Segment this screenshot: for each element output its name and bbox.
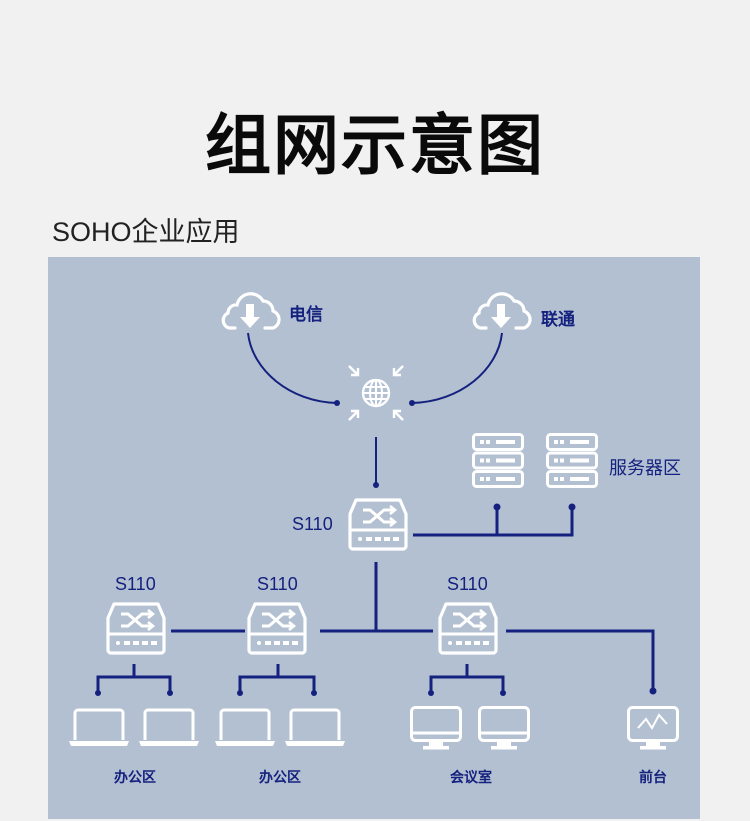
isp-label-unicom: 联通 xyxy=(541,310,575,329)
globe-icon xyxy=(348,365,404,421)
cloud-download-icon xyxy=(221,292,281,330)
zone-label-reception: 前台 xyxy=(639,769,667,785)
link-node xyxy=(334,400,340,406)
laptop-icon xyxy=(137,708,201,748)
section-subtitle: SOHO企业应用 xyxy=(52,217,240,247)
access-switch-label: S110 xyxy=(115,574,156,594)
link-node xyxy=(373,482,379,488)
laptop-icon xyxy=(67,708,131,748)
link-unicom xyxy=(411,332,503,404)
page-title: 组网示意图 xyxy=(205,107,545,184)
link-trunk xyxy=(171,562,655,690)
core-switch-label: S110 xyxy=(292,514,333,534)
server-rack-icon xyxy=(472,433,524,488)
diagram-panel xyxy=(48,257,700,819)
laptop-icon xyxy=(213,708,277,748)
isp-label-telecom: 电信 xyxy=(289,305,323,324)
link-node xyxy=(409,400,415,406)
link-telecom xyxy=(247,332,338,404)
monitor-icon xyxy=(478,706,530,751)
access-switch-label: S110 xyxy=(447,574,488,594)
switch-icon xyxy=(348,498,408,551)
link-access-branches xyxy=(96,664,505,693)
zone-label-office: 办公区 xyxy=(259,769,301,785)
server-rack-icon xyxy=(546,433,598,488)
laptop-icon xyxy=(283,708,347,748)
zone-label-office: 办公区 xyxy=(114,769,156,785)
monitor-chart-icon xyxy=(627,706,679,751)
switch-icon xyxy=(247,602,307,655)
link-server-zone xyxy=(413,507,574,537)
switch-icon xyxy=(106,602,166,655)
switch-icon xyxy=(438,602,498,655)
zone-label-meeting-room: 会议室 xyxy=(450,769,492,785)
monitor-icon xyxy=(410,706,462,751)
cloud-download-icon xyxy=(472,292,532,330)
access-switch-label: S110 xyxy=(257,574,298,594)
server-zone-label: 服务器区 xyxy=(609,458,681,478)
